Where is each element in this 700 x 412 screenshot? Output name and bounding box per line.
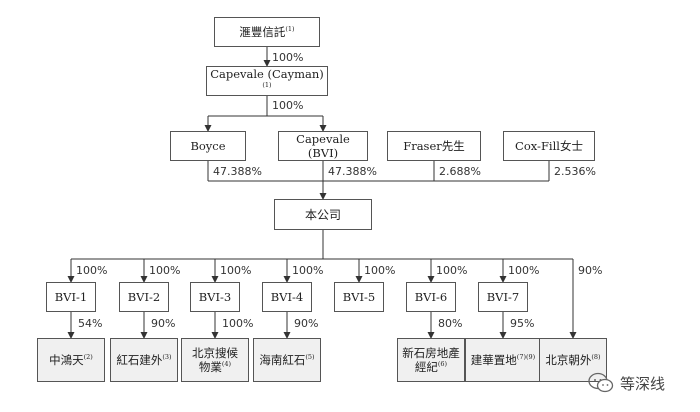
node-label: 紅石建外 [116, 353, 163, 367]
pct-company-to-bvi3: 100% [220, 264, 252, 277]
node-capevale-bvi: Capevale (BVI) [278, 131, 368, 161]
pct-coxfill-to-company: 2.536% [554, 165, 596, 178]
pct-company-to-bvi2: 100% [149, 264, 181, 277]
node-jianhua-zhidi: 建華置地(7)(9) [465, 338, 541, 382]
footnote-ref: (2) [83, 353, 93, 362]
node-label: BVI-1 [54, 290, 88, 304]
pct-company-to-bvi7: 100% [508, 264, 540, 277]
node-label: 海南紅石 [259, 353, 306, 367]
pct-bvi7-to-jianhua: 95% [510, 317, 535, 330]
node-bvi-3: BVI-3 [190, 282, 240, 312]
node-label: 建華置地 [470, 353, 517, 367]
footnote-ref: (1) [285, 25, 295, 34]
node-bvi-7: BVI-7 [478, 282, 528, 312]
pct-fraser-to-company: 2.688% [439, 165, 481, 178]
node-label: BVI-6 [414, 290, 448, 304]
footnote-ref: (7)(9) [516, 353, 536, 362]
node-label: BVI-5 [342, 290, 376, 304]
pct-capevale-bvi-to-company: 47.388% [328, 165, 377, 178]
pct-company-to-chaowai: 90% [578, 264, 603, 277]
node-hainan-hongshi: 海南紅石(5) [253, 338, 321, 382]
node-label: BVI-2 [127, 290, 161, 304]
node-label: 北京朝外 [545, 353, 592, 367]
pct-company-to-bvi6: 100% [436, 264, 468, 277]
pct-bvi6-to-xinshi: 80% [438, 317, 463, 330]
node-xinshi-fangdichan: 新石房地產 經紀(6) [397, 338, 465, 382]
node-bvi-6: BVI-6 [406, 282, 456, 312]
node-hsbc-trust: 滙豐信託(1) [214, 17, 320, 47]
node-label: 滙豐信託 [239, 25, 286, 39]
node-label: BVI-7 [486, 290, 520, 304]
watermark: 等深线 [588, 370, 665, 396]
node-label: 中鴻天 [49, 353, 84, 367]
node-label: BVI-4 [270, 290, 304, 304]
node-fraser: Fraser先生 [387, 131, 481, 161]
node-beijing-souhou: 北京搜候 物業(4) [181, 338, 249, 382]
node-bvi-2: BVI-2 [119, 282, 169, 312]
footnote-ref: (5) [305, 353, 315, 362]
node-label: Capevale (Cayman) [210, 67, 324, 81]
pct-company-to-bvi5: 100% [364, 264, 396, 277]
footnote-ref: (3) [162, 353, 172, 362]
watermark-text: 等深线 [620, 374, 666, 393]
node-label: BVI-3 [198, 290, 232, 304]
pct-company-to-bvi4: 100% [292, 264, 324, 277]
node-label: 新石房地產 經紀 [402, 346, 460, 374]
node-bvi-5: BVI-5 [334, 282, 384, 312]
node-label: Cox-Fill女士 [515, 139, 583, 153]
footnote-ref: (8) [591, 353, 601, 362]
pct-bvi3-to-souhou: 100% [222, 317, 254, 330]
footnote-ref: (6) [437, 360, 448, 369]
node-label: 本公司 [304, 207, 341, 222]
pct-cayman-to-bvi: 100% [272, 99, 304, 112]
footnote-ref: (4) [221, 360, 232, 369]
node-label: Fraser先生 [403, 139, 465, 153]
node-capevale-cayman: Capevale (Cayman)(1) [206, 66, 328, 96]
pct-bvi4-to-hainan: 90% [294, 317, 319, 330]
node-bvi-1: BVI-1 [46, 282, 96, 312]
pct-bvi1-to-zhonghongtian: 54% [78, 317, 103, 330]
footnote-ref: (1) [262, 81, 272, 90]
node-label: Boyce [190, 139, 226, 153]
node-boyce: Boyce [170, 131, 246, 161]
node-label: 北京搜候 物業 [192, 346, 238, 374]
wechat-icon [588, 372, 614, 393]
pct-company-to-bvi1: 100% [76, 264, 108, 277]
node-beijing-chaowai: 北京朝外(8) [539, 338, 607, 382]
node-label: Capevale (BVI) [296, 132, 350, 160]
node-zhonghongtian: 中鴻天(2) [37, 338, 105, 382]
pct-bvi2-to-hongshi: 90% [151, 317, 176, 330]
node-coxfill: Cox-Fill女士 [503, 131, 595, 161]
pct-hsbc-to-cayman: 100% [272, 51, 304, 64]
node-company: 本公司 [274, 199, 372, 230]
node-hongshi-jianwai: 紅石建外(3) [110, 338, 178, 382]
node-bvi-4: BVI-4 [262, 282, 312, 312]
pct-boyce-to-company: 47.388% [213, 165, 262, 178]
